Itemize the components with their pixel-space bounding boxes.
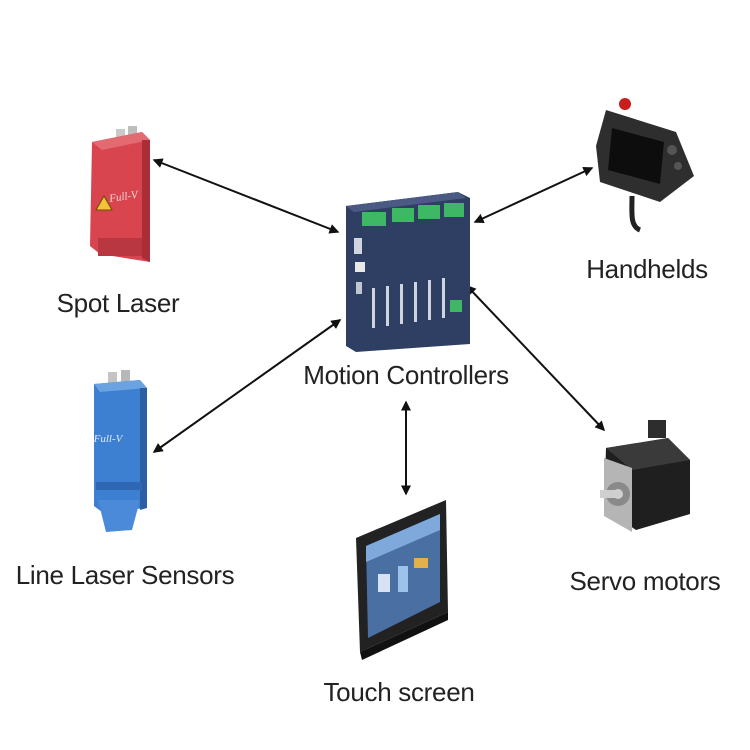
- spot-laser-label: Spot Laser: [56, 288, 180, 318]
- touch-screen-device: [356, 500, 448, 660]
- arrow-spot-laser-controller: [152, 158, 340, 234]
- motion-controller-device: [346, 192, 470, 352]
- arrow-handhelds-controller: [473, 167, 594, 223]
- servo-motor-device: [600, 420, 690, 532]
- line-laser-label: Line Laser Sensors: [15, 560, 235, 590]
- handheld-device: [596, 98, 694, 233]
- spot-laser-device: Full-V: [90, 126, 150, 262]
- spot-laser-brand: Full-V: [108, 189, 140, 205]
- line-laser-brand: Full-V: [93, 433, 124, 445]
- servo-motors-label: Servo motors: [569, 566, 721, 596]
- arrow-line-laser-controller: [152, 319, 342, 453]
- line-laser-device: Full-V: [93, 370, 147, 532]
- motion-controllers-label: Motion Controllers: [303, 360, 509, 390]
- arrow-servo-controller: [465, 284, 606, 432]
- touch-screen-label: Touch screen: [323, 677, 475, 707]
- handhelds-label: Handhelds: [586, 254, 708, 284]
